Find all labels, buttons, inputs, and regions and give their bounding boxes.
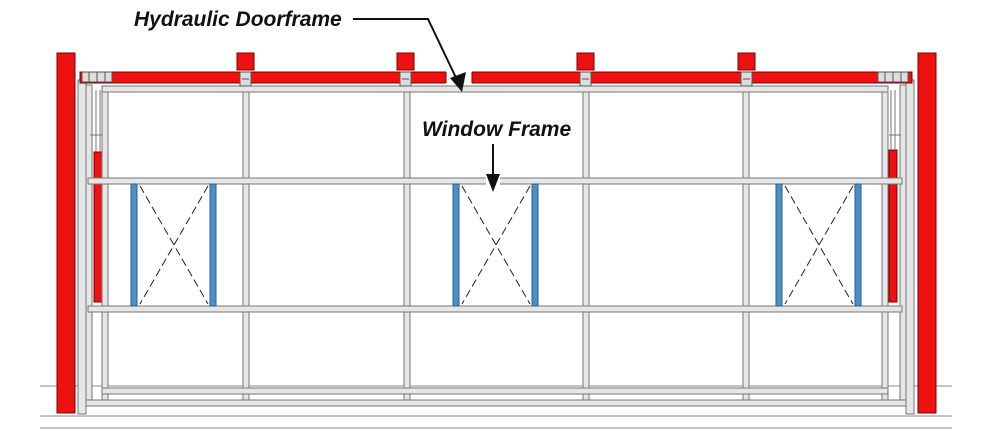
left-hydraulic-cylinder	[93, 151, 103, 303]
window-frame-label: Window Frame	[422, 118, 571, 141]
hinge-blocks	[236, 52, 756, 71]
left-side-post	[77, 79, 93, 415]
doorframe-label: Hydraulic Doorframe	[134, 8, 342, 31]
ground-lines	[40, 385, 952, 429]
hydraulic-top-beam	[79, 71, 913, 84]
right-building-column	[917, 52, 937, 414]
left-building-column	[56, 52, 76, 414]
right-side-post	[899, 79, 915, 415]
doorframe-callout: Hydraulic Doorframe	[134, 8, 466, 92]
window-center	[452, 183, 539, 307]
window-left	[130, 183, 217, 307]
window-right	[775, 183, 862, 307]
right-hydraulic-cylinder	[888, 149, 898, 303]
window-frame-callout: Window Frame	[416, 114, 576, 192]
